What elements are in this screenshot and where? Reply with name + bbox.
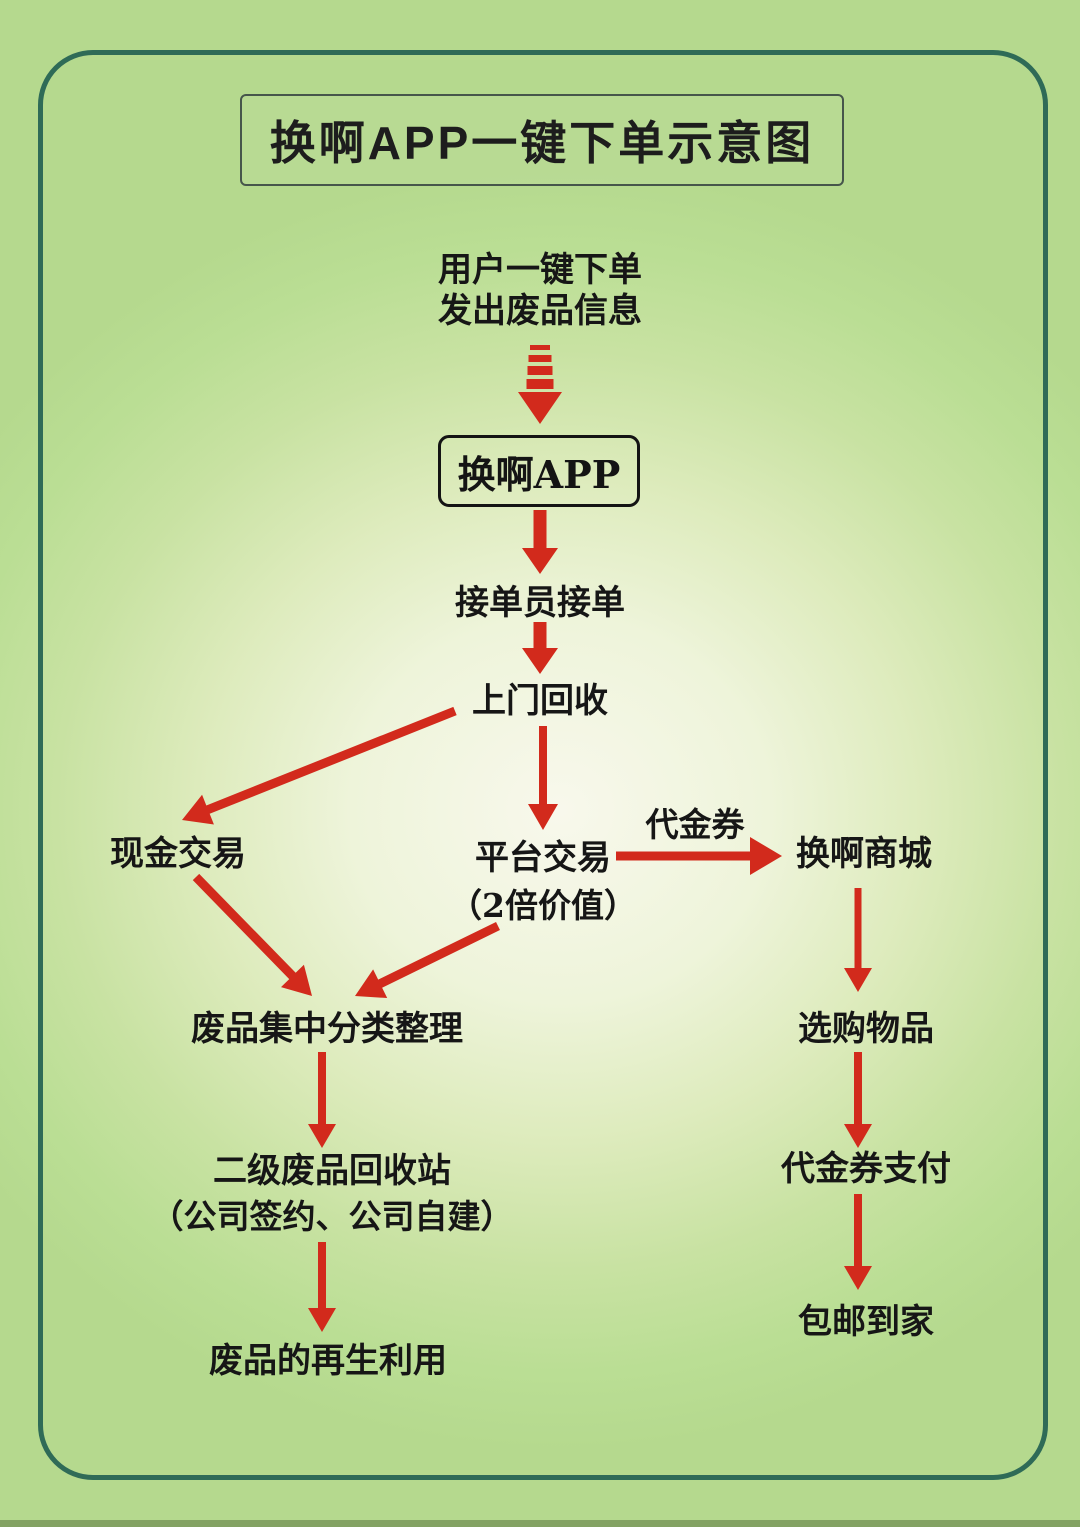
node-home-delivery-label: 包邮到家 <box>798 1302 934 1342</box>
node-home-delivery: 包邮到家 <box>798 1302 934 1343</box>
arrow-taker-to-pickup <box>522 622 558 674</box>
node-waste-reuse-label: 废品的再生利用 <box>209 1341 447 1381</box>
node-platform-trade-line1: 平台交易 <box>475 838 611 878</box>
node-shopping-label: 选购物品 <box>798 1009 934 1049</box>
node-voucher-payment: 代金券支付 <box>781 1149 951 1190</box>
arrow-user-to-app-bar0 <box>530 345 550 350</box>
arrow-user-to-app-bar1 <box>528 355 552 362</box>
node-door-pickup-label: 上门回收 <box>472 681 608 721</box>
node-platform-trade-line2: （2倍价值） <box>449 886 637 925</box>
arrow-pickup-to-cash <box>182 706 457 825</box>
diagram-title: 换啊APP一键下单示意图 <box>240 94 844 186</box>
node-cash-trade: 现金交易 <box>110 834 246 875</box>
arrow-user-to-app-head <box>518 392 562 424</box>
arrow-station-to-reuse <box>308 1242 336 1332</box>
arrow-pickup-to-platform <box>528 726 558 830</box>
arrow-platform-to-sorting <box>355 921 500 999</box>
node-recycle-station: 二级废品回收站 （公司签约、公司自建） <box>151 1149 514 1239</box>
node-app-box: 换啊APP <box>438 435 640 507</box>
node-app-label: 换啊APP <box>457 451 621 497</box>
node-mall-label: 换啊商城 <box>796 834 932 874</box>
label-voucher: 代金券 <box>646 804 745 845</box>
arrow-mall-to-shopping <box>844 888 872 992</box>
node-door-pickup: 上门回收 <box>472 681 608 722</box>
node-waste-sorting-label: 废品集中分类整理 <box>191 1009 463 1049</box>
arrow-user-to-app-bar2 <box>527 366 553 375</box>
arrow-sorting-to-station <box>308 1052 336 1148</box>
node-waste-reuse: 废品的再生利用 <box>209 1341 447 1382</box>
node-platform-trade: 平台交易 （2倍价值） <box>449 834 637 930</box>
arrow-shopping-to-pay <box>844 1052 872 1148</box>
node-mall: 换啊商城 <box>796 834 932 875</box>
arrow-platform-to-mall <box>616 837 782 875</box>
node-user-order-line1: 用户一键下单 <box>438 250 642 290</box>
node-recycle-station-line2: （公司签约、公司自建） <box>150 1197 514 1236</box>
bottom-edge-strip <box>0 1520 1080 1527</box>
arrow-cash-to-sorting <box>192 873 312 996</box>
node-recycle-station-line1: 二级废品回收站 <box>213 1151 451 1191</box>
node-cash-trade-label: 现金交易 <box>110 834 246 874</box>
arrow-pay-to-delivery <box>844 1194 872 1290</box>
arrow-user-to-app-bar3 <box>526 379 554 389</box>
node-shopping: 选购物品 <box>798 1009 934 1050</box>
arrow-app-to-taker <box>522 510 558 574</box>
node-order-taker-label: 接单员接单 <box>455 583 625 623</box>
node-user-order: 用户一键下单 发出废品信息 <box>438 250 642 332</box>
diagram-title-text: 换啊APP一键下单示意图 <box>269 117 815 169</box>
node-order-taker: 接单员接单 <box>455 583 625 624</box>
node-voucher-payment-label: 代金券支付 <box>781 1149 951 1189</box>
node-waste-sorting: 废品集中分类整理 <box>191 1009 463 1050</box>
label-voucher-text: 代金券 <box>645 805 745 844</box>
node-user-order-line2: 发出废品信息 <box>438 291 642 331</box>
